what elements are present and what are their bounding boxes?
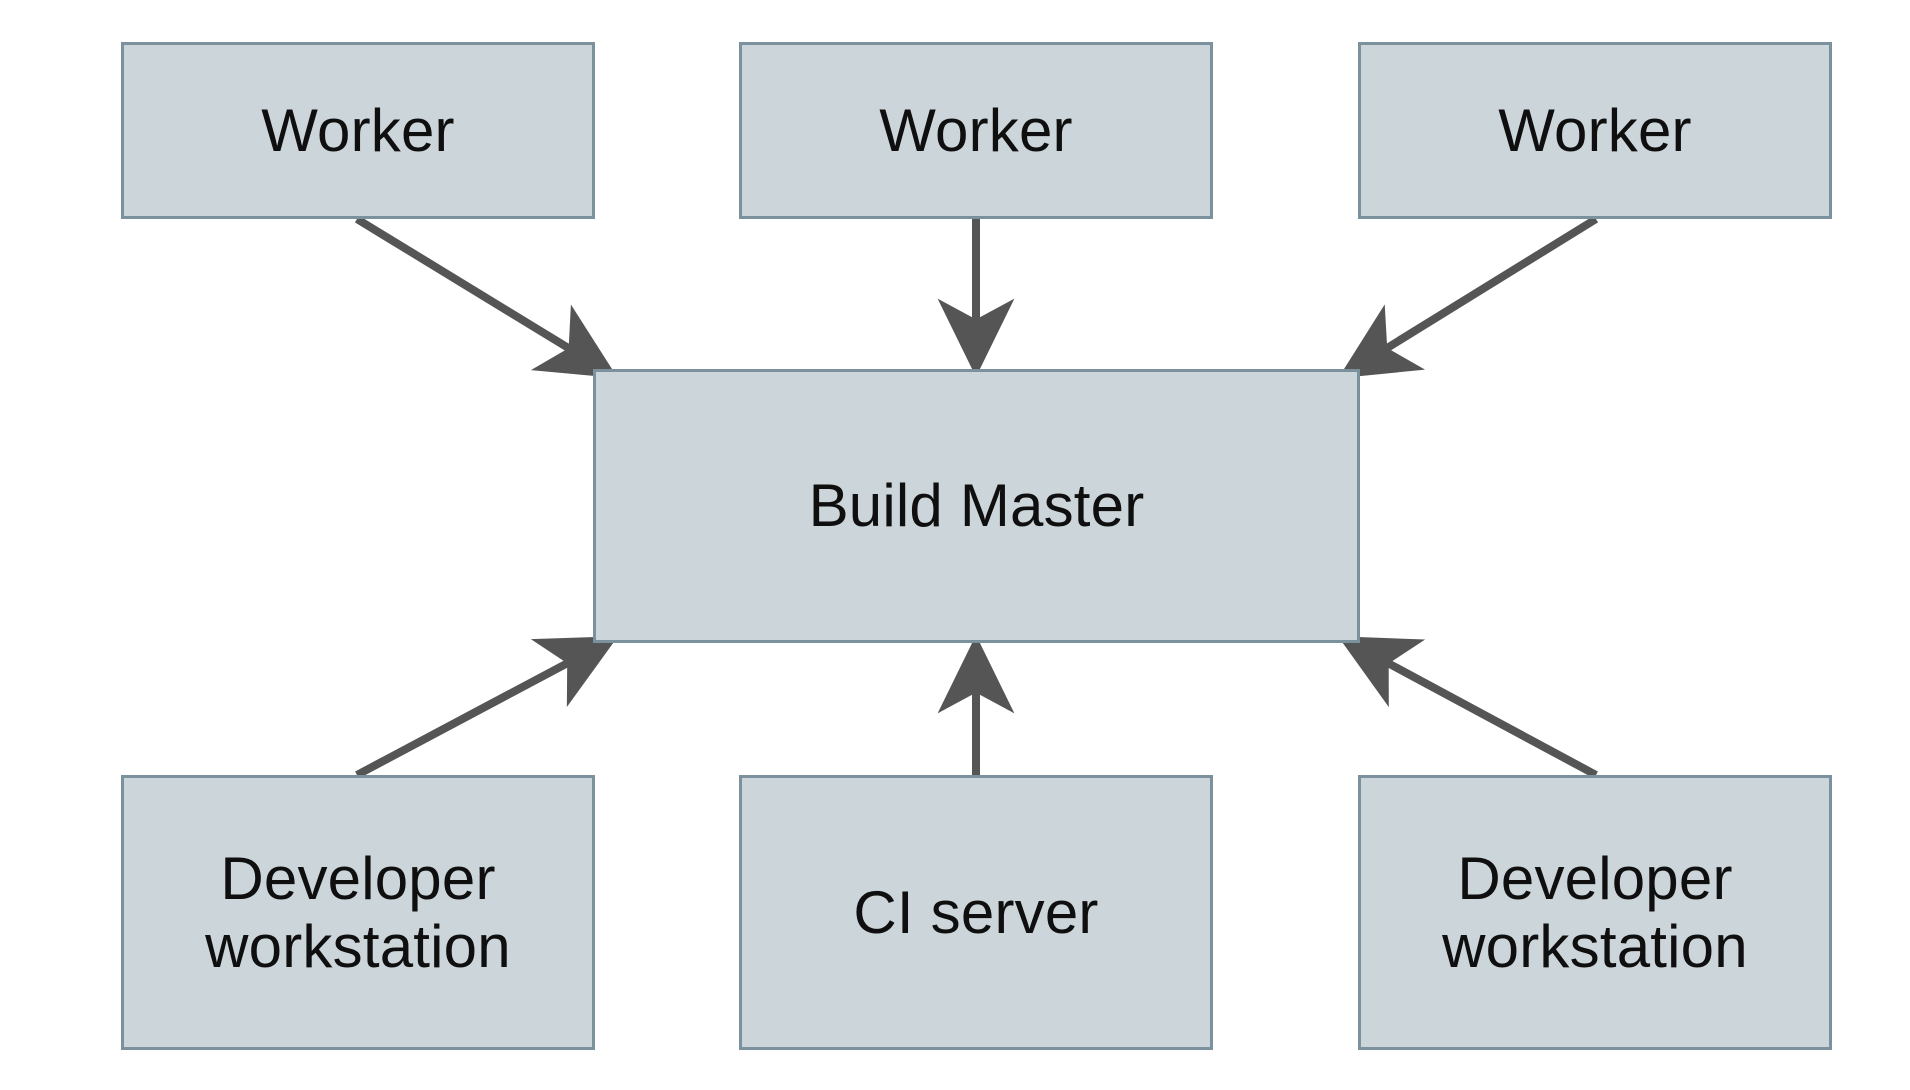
edge-worker3-to-master <box>1338 215 1599 379</box>
node-label: Developer workstation <box>205 845 511 980</box>
node-worker-3[interactable]: Worker <box>1358 42 1832 219</box>
node-developer-workstation-1[interactable]: Developer workstation <box>121 775 595 1050</box>
node-label: Developer workstation <box>1442 845 1748 980</box>
node-build-master[interactable]: Build Master <box>593 369 1360 643</box>
node-label: Worker <box>879 96 1073 164</box>
node-label: Worker <box>261 96 455 164</box>
node-ci-server[interactable]: CI server <box>739 775 1213 1050</box>
node-label: Worker <box>1498 96 1692 164</box>
node-label: CI server <box>853 878 1099 946</box>
edge-devws2-to-master <box>1337 636 1598 779</box>
node-developer-workstation-2[interactable]: Developer workstation <box>1358 775 1832 1050</box>
edge-worker1-to-master <box>354 215 618 379</box>
node-label: Build Master <box>808 472 1145 540</box>
edge-devws1-to-master <box>355 636 619 779</box>
node-worker-2[interactable]: Worker <box>739 42 1213 219</box>
node-worker-1[interactable]: Worker <box>121 42 595 219</box>
